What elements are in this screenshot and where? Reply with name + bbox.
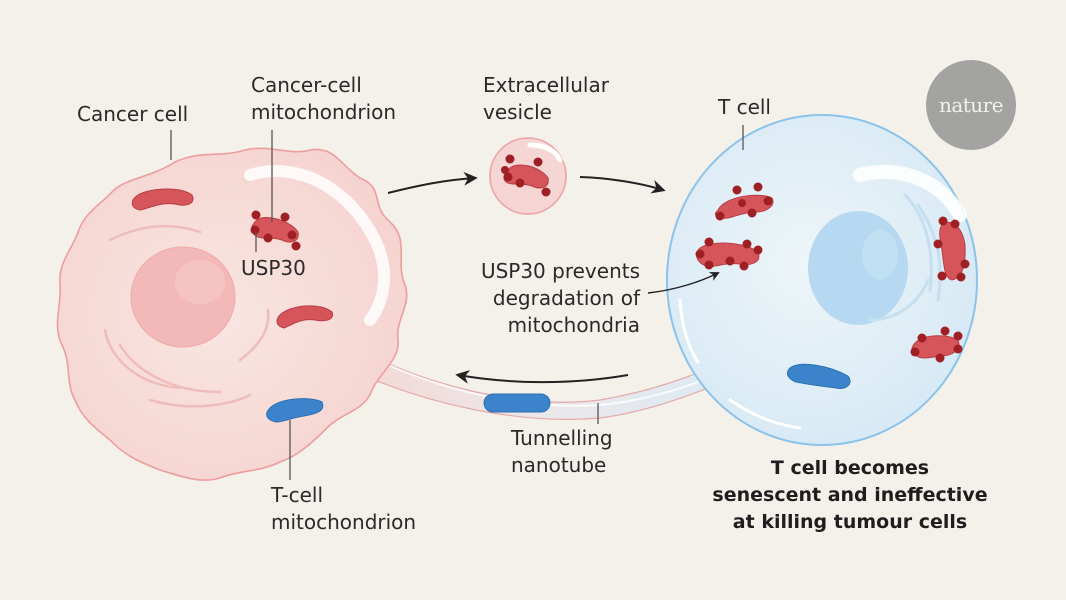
label-cancer-cell: Cancer cell [77,102,189,126]
label-line: nanotube [511,453,607,477]
usp30-mitochondrion [714,182,774,221]
label-line: degradation of [492,286,640,310]
t-cell-mitochondrion-in-cancer-cell [266,398,324,423]
label-extracellular-vesicle: Extracellular vesicle [483,72,609,126]
label-line: T-cell [271,483,324,507]
label-line: vesicle [483,100,552,124]
t-cell-mitochondrion-in-nanotube [483,393,551,413]
usp30-mitochondrion [250,210,301,251]
arrow-vesicle-to-t-cell [579,176,666,194]
usp30-mitochondrion [910,326,963,363]
label-cancer-cell-mitochondrion: Cancer-cell mitochondrion [251,72,396,126]
label-line: mitochondrion [251,100,397,124]
label-usp30-effect: USP30 prevents degradation of mitochondr… [450,258,640,339]
cancer-cell [56,147,408,481]
label-line: at killing tumour cells [732,511,968,533]
usp30-mitochondrion [695,237,763,271]
label-line: Extracellular [483,73,609,97]
nature-logo: nature [926,60,1016,150]
label-line: Cancer-cell [251,73,362,97]
label-line: mitochondria [507,313,640,337]
extracellular-vesicle [489,137,567,215]
outcome-statement: T cell becomes senescent and ineffective… [700,455,1000,536]
label-t-cell-mitochondrion: T-cell mitochondrion [271,482,416,536]
label-line: USP30 prevents [480,259,640,283]
label-line: senescent and ineffective [712,484,988,506]
cancer-mitochondrion [131,188,194,211]
t-cell-mitochondrion [787,363,851,389]
arrow-cancer-to-vesicle [387,171,478,194]
label-usp30: USP30 [241,256,306,280]
arrow-usp30-effect [647,272,720,294]
label-line: Tunnelling [511,426,613,450]
usp30-mitochondrion [933,216,970,282]
label-line: T cell becomes [770,457,930,479]
cancer-mitochondrion [276,305,334,329]
label-tunnelling-nanotube: Tunnelling nanotube [511,425,613,479]
arrow-nanotube-transfer [455,370,629,384]
label-line: mitochondrion [271,510,417,534]
leader-lines [170,125,744,480]
label-t-cell: T cell [718,95,771,119]
t-cell [666,114,978,446]
